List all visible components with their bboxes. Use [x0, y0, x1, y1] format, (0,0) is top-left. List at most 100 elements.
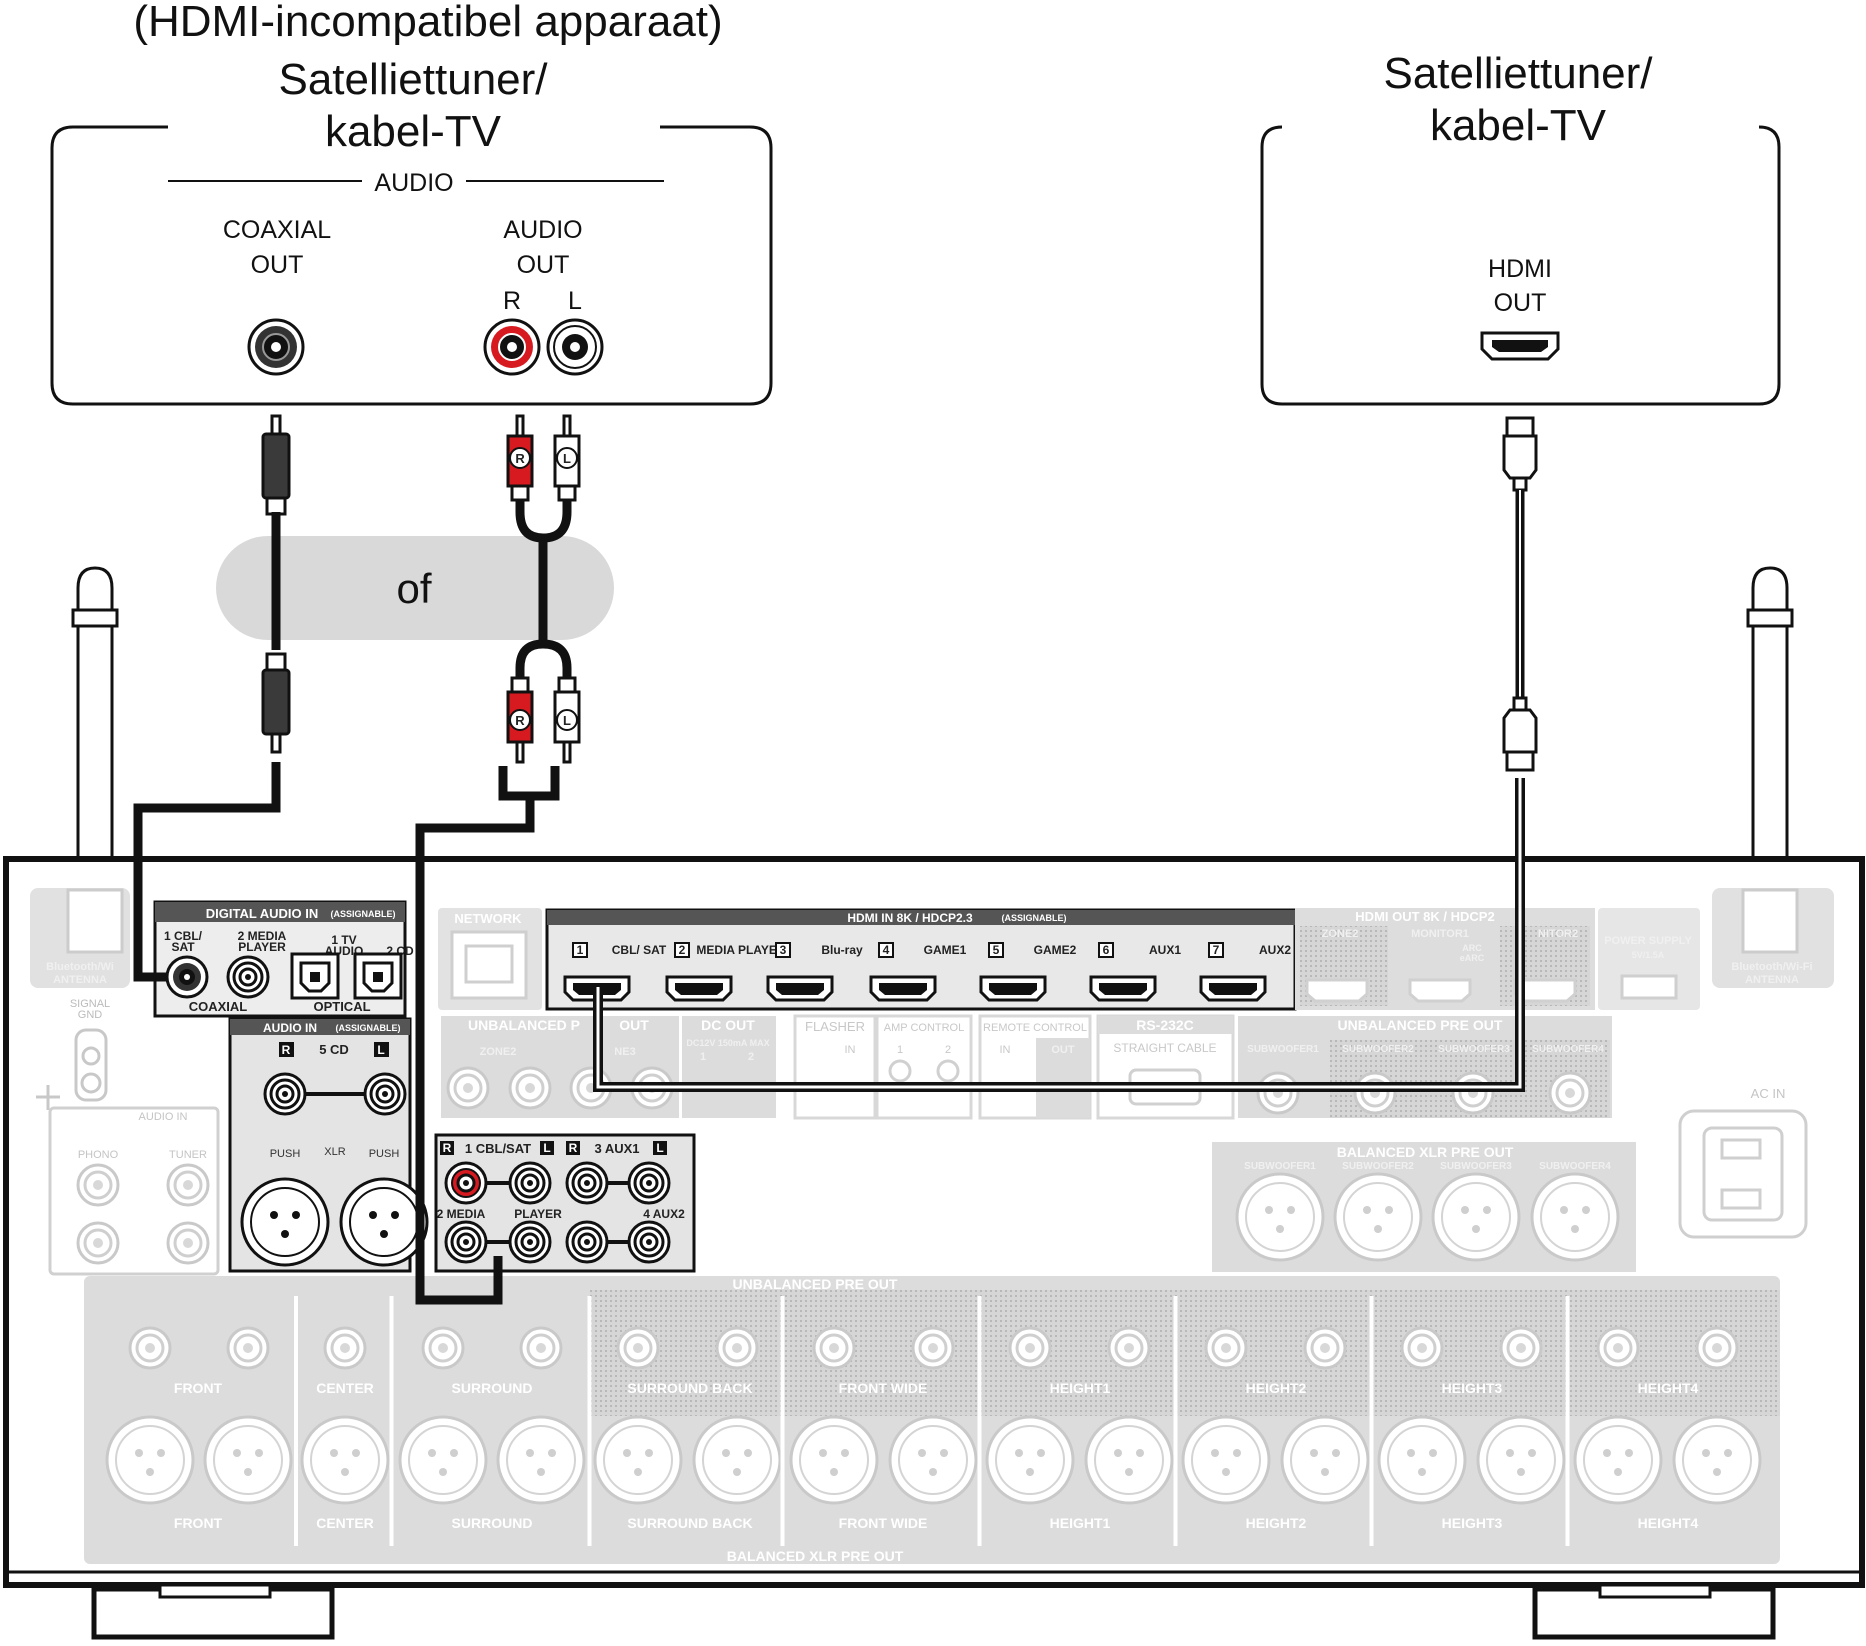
cd-l-jack[interactable]	[363, 1072, 407, 1116]
sub-pre-out-panel: UNBALANCED PRE OUT SUBWOOFER1 SUBWOOFER2…	[1238, 1016, 1612, 1118]
analog-aux2-l-jack[interactable]	[627, 1220, 671, 1264]
rca-plug-l-top: L	[553, 414, 581, 502]
sub1-unbal-jack	[1256, 1071, 1300, 1115]
sub3-unbal-label: SUBWOOFER3	[1438, 1044, 1510, 1055]
hdmi-in-4-port[interactable]	[869, 975, 937, 1002]
coax-plug-bottom	[261, 652, 291, 754]
coax-plug-top	[261, 414, 291, 516]
hdmi-in-3-label: Blu-ray	[821, 943, 863, 957]
hdmi-out-zone2-label: ZONE2	[1322, 928, 1359, 940]
coax-media-player-label-1: 2 MEDIA	[238, 929, 287, 943]
rca-plug-r-bottom-label: R	[515, 713, 525, 728]
analog-media-l-jack[interactable]	[508, 1220, 552, 1264]
sub4-xlr-label: SUBWOOFER4	[1539, 1161, 1611, 1172]
analog-media-r-jack[interactable]	[444, 1220, 488, 1264]
analog-cbl-sat-l-jack[interactable]	[508, 1161, 552, 1205]
analog-aux2-r-jack[interactable]	[565, 1220, 609, 1264]
dc-out-1-label: 1	[700, 1051, 706, 1063]
av-receiver-rear-panel: Bluetooth/Wi ANTENNA Bluetooth/Wi-Fi ANT…	[3, 566, 1865, 1640]
hdmi-out-label-2: OUT	[1494, 289, 1547, 317]
rca-stereo-cable: R L R L	[415, 414, 581, 1305]
hdmi-out-port[interactable]	[1480, 331, 1560, 361]
hdmi-in-2-number-box	[674, 942, 690, 958]
cd-xlr-l-jack[interactable]	[339, 1177, 429, 1267]
hdmi-in-6-port[interactable]	[1089, 975, 1157, 1002]
coaxial-out-label-1: COAXIAL	[223, 216, 331, 244]
center-unbal-label: CENTER	[316, 1380, 374, 1396]
hdmi-in-7-port[interactable]	[1199, 975, 1267, 1002]
front-unbal-jack-r	[128, 1326, 172, 1370]
audio-out-r-jack[interactable]	[483, 318, 541, 376]
hdmi-out-header: HDMI OUT 8K / HDCP2	[1355, 909, 1494, 924]
coaxial-in-media-player-jack[interactable]	[226, 955, 270, 999]
front-unbal-jack-l	[226, 1326, 270, 1370]
analog-cbl-sat-label: 1 CBL/SAT	[465, 1141, 531, 1156]
coaxial-in-cbl-sat-jack[interactable]	[165, 955, 209, 999]
sub3-xlr-label: SUBWOOFER3	[1440, 1161, 1512, 1172]
analog-media-label: 2 MEDIA	[437, 1207, 486, 1221]
hdmi-in-5-port[interactable]	[979, 975, 1047, 1002]
network-label: NETWORK	[454, 911, 522, 926]
remote-control-label: REMOTE CONTROL	[983, 1022, 1087, 1034]
bt-antenna-left-label: Bluetooth/Wi	[46, 961, 114, 973]
height4-xlr-jack-l	[1672, 1415, 1762, 1505]
right-device-box	[1260, 125, 1781, 406]
coaxial-out-label-2: OUT	[251, 251, 304, 279]
bt-antenna-right-label: Bluetooth/Wi-Fi	[1731, 961, 1812, 973]
balanced-sub-panel: BALANCED XLR PRE OUT SUBWOOFER1 SUBWOOFE…	[1212, 1142, 1636, 1272]
hdmi-out-earc-label: eARC	[1460, 953, 1485, 963]
sub2-xlr-label: SUBWOOFER2	[1342, 1161, 1414, 1172]
audio-in-phono-header: AUDIO IN	[139, 1111, 188, 1123]
rca-plug-l-bottom-label: L	[563, 713, 571, 728]
height1-unbal-label: HEIGHT1	[1050, 1380, 1111, 1396]
height1-unbal-jack-r	[1008, 1326, 1052, 1370]
optical-in-cd-port[interactable]	[353, 952, 403, 1000]
right-device-title-line1: Satelliettuner/	[1383, 49, 1653, 98]
optical-label: OPTICAL	[313, 999, 370, 1014]
hdmi-in-7-number: 7	[1213, 943, 1220, 957]
coaxial-out-jack[interactable]	[247, 318, 305, 376]
antenna-left-label: ANTENNA	[53, 974, 107, 986]
analog-aux1-r-jack[interactable]	[565, 1161, 609, 1205]
cd-r-jack[interactable]	[263, 1072, 307, 1116]
front-unbal-label: FRONT	[174, 1380, 223, 1396]
hdmi-in-5-number-box	[988, 942, 1004, 958]
zone-pre-out-panel: UNBALANCED P UNBALANCED PRE OUT OUT ZONE…	[441, 1016, 679, 1118]
surround-xlr-jack-l	[496, 1415, 586, 1505]
hdmi-in-4-number: 4	[883, 943, 890, 957]
hdmi-in-2-port[interactable]	[665, 975, 733, 1002]
cd-xlr-r-jack[interactable]	[240, 1177, 330, 1267]
sub4-unbal-label: SUBWOOFER4	[1532, 1044, 1604, 1055]
amp-control-panel: AMP CONTROL 1 2	[875, 1014, 973, 1120]
hdmi-in-1-label: CBL/ SAT	[612, 943, 667, 957]
surround-back-unbal-label: SURROUND BACK	[627, 1380, 752, 1396]
analog-aux1-l-jack[interactable]	[627, 1161, 671, 1205]
front-xlr-label: FRONT	[174, 1515, 223, 1531]
signal-gnd-terminal	[36, 1028, 108, 1110]
front-wide-unbal-jack-l	[911, 1326, 955, 1370]
height1-xlr-label: HEIGHT1	[1050, 1515, 1111, 1531]
audio-out-l-jack[interactable]	[546, 318, 604, 376]
hdmi-in-5-number: 5	[993, 943, 1000, 957]
height4-xlr-jack-r	[1573, 1415, 1663, 1505]
height3-unbal-jack-r	[1400, 1326, 1444, 1370]
cd-l-marker: L	[377, 1043, 384, 1057]
or-label: of	[396, 565, 431, 612]
analog-cbl-sat-r-jack[interactable]	[444, 1161, 488, 1205]
straight-cable-label: STRAIGHT CABLE	[1113, 1041, 1216, 1055]
hdmi-out-monitor2-label: NITOR2	[1538, 928, 1578, 940]
center-xlr-label: CENTER	[316, 1515, 374, 1531]
aux1-r-marker: R	[569, 1141, 578, 1155]
front-xlr-jack-r	[105, 1415, 195, 1505]
surround-back-xlr-jack-r	[593, 1415, 683, 1505]
power-spec-label: 5V/1.5A	[1632, 950, 1665, 960]
rca-plug-l-bottom	[553, 676, 581, 764]
optical-in-tv-audio-port[interactable]	[290, 952, 340, 1000]
hdmi-in-1-number-box	[572, 942, 588, 958]
hdmi-in-3-port[interactable]	[766, 975, 834, 1002]
surround-unbal-jack-l	[519, 1326, 563, 1370]
hdmi-out-zone2-port	[1305, 978, 1369, 1003]
sub2-unbal-label: SUBWOOFER2	[1342, 1044, 1414, 1055]
phono-label: PHONO	[78, 1149, 119, 1161]
